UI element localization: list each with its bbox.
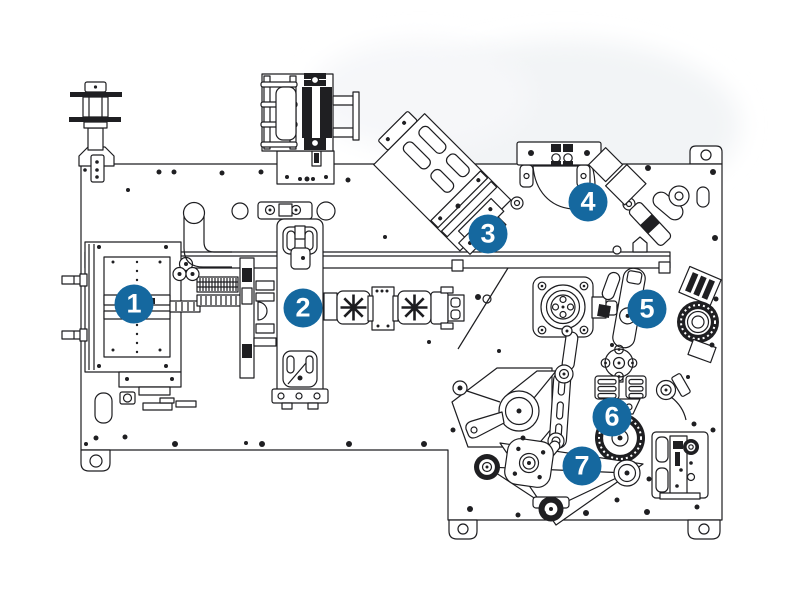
- guide-flange: [600, 344, 638, 383]
- hook-piece: [668, 185, 690, 207]
- flanged-pulley: [504, 438, 554, 488]
- idler-roller: [655, 373, 691, 421]
- star-wheel-conveyor: [323, 286, 492, 331]
- pneumatic-cylinder-assembly: [260, 73, 360, 185]
- bolt-dots: [84, 165, 719, 518]
- knurled-wheel: [595, 413, 645, 463]
- star-wheel-icon: [340, 294, 367, 321]
- applicator-unit: [651, 431, 709, 500]
- angled-blocks: [588, 147, 647, 206]
- star-wheel-icon: [401, 294, 428, 321]
- spool-unwinder-assembly: [69, 81, 122, 183]
- striped-wedge: [678, 265, 722, 307]
- diagonal-arm: [628, 202, 672, 246]
- knurled-roller: [677, 301, 719, 364]
